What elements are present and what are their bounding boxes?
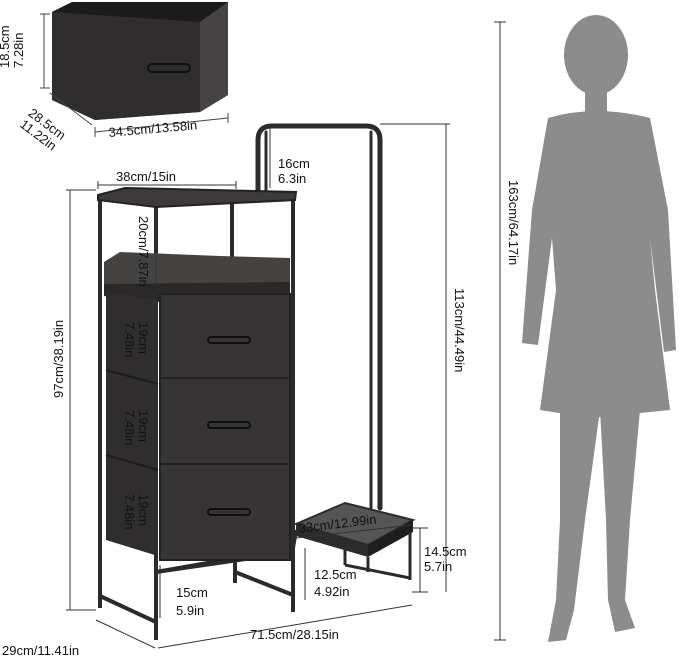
shelf-height-label: 20cm/7.87in <box>136 216 151 287</box>
drawer-handle-icon <box>207 508 251 516</box>
woman-silhouette-icon <box>522 15 676 642</box>
dimension-lines <box>66 21 506 649</box>
width-label: 71.5cm/28.15in <box>250 627 339 642</box>
leg-height-label: 15cm 5.9in <box>176 585 208 618</box>
box-handle-icon <box>147 63 191 73</box>
drawer-3-label: 19cm 7.48in <box>122 494 151 530</box>
shoe-depth-label: 12.5cm 4.92in <box>314 567 357 599</box>
box-dimension-lines <box>40 13 229 137</box>
box-height-label: 18.5cm 7.28in <box>0 25 26 68</box>
shoe-shelf <box>293 501 416 580</box>
drawer-front-1 <box>159 293 291 387</box>
drawer-front-3 <box>159 463 291 561</box>
depth-label: 29cm/11.41in <box>2 643 80 658</box>
drawer-1-label: 19cm 7.48in <box>122 322 151 358</box>
person-height-label: 163cm/64.17in <box>506 180 521 266</box>
drawer-handle-icon <box>207 421 251 429</box>
hanger-rack <box>255 123 383 511</box>
drawer-front-2 <box>159 377 291 473</box>
total-height-label: 97cm/38.19in <box>51 319 66 398</box>
cabinet <box>97 186 298 640</box>
top-width-label: 38cm/15in <box>116 169 176 184</box>
drawer-2-label: 19cm 7.48in <box>122 410 151 446</box>
hanger-gap-label: 16cm 6.3in <box>278 156 310 186</box>
drawer-handle-icon <box>207 336 251 344</box>
shoe-height-label: 14.5cm 5.7in <box>424 544 467 574</box>
storage-box <box>52 2 228 120</box>
rack-height-label: 113cm/44.49in <box>452 288 467 373</box>
